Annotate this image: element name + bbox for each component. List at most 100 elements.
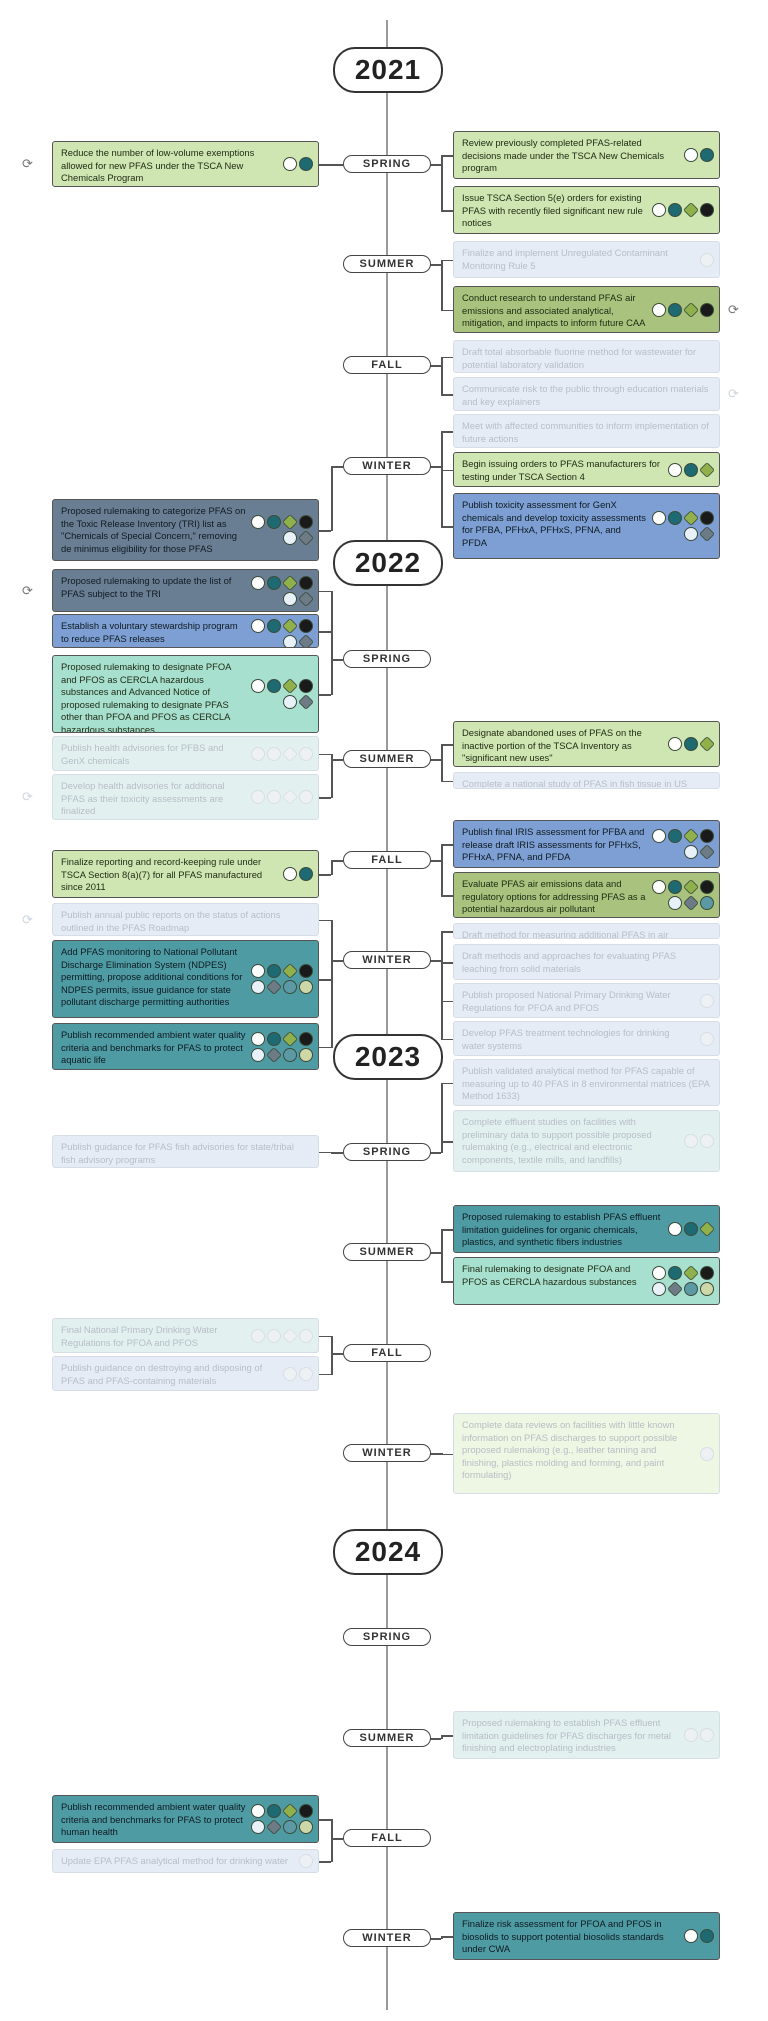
agency-icon xyxy=(684,1134,698,1148)
agency-icon xyxy=(282,514,298,530)
agency-icon xyxy=(652,511,666,525)
action-card[interactable]: Publish proposed National Primary Drinki… xyxy=(453,983,720,1018)
action-card[interactable]: Complete data reviews on facilities with… xyxy=(453,1413,720,1494)
agency-icon xyxy=(283,1820,297,1834)
action-card[interactable]: Complete a national study of PFAS in fis… xyxy=(453,772,720,789)
bracket-to-season xyxy=(429,860,441,862)
action-text: Finalize risk assessment for PFOA and PF… xyxy=(462,1918,664,1954)
bracket-to-season xyxy=(429,960,441,962)
agency-icon xyxy=(251,1820,265,1834)
action-card[interactable]: Proposed rulemaking to designate PFOA an… xyxy=(52,655,319,733)
bracket-line xyxy=(331,1819,333,1862)
bracket-tick xyxy=(441,1281,453,1283)
action-card[interactable]: Publish guidance on destroying and dispo… xyxy=(52,1356,319,1391)
action-card[interactable]: Establish a voluntary stewardship progra… xyxy=(52,614,319,648)
action-card[interactable]: Publish guidance for PFAS fish advisorie… xyxy=(52,1135,319,1168)
action-text: Reduce the number of low-volume exemptio… xyxy=(61,147,255,183)
agency-icon xyxy=(668,896,682,910)
action-card[interactable]: Evaluate PFAS air emissions data and reg… xyxy=(453,872,720,918)
action-card[interactable]: Begin issuing orders to PFAS manufacture… xyxy=(453,452,720,487)
action-card[interactable]: Finalize risk assessment for PFOA and PF… xyxy=(453,1912,720,1960)
agency-icon xyxy=(299,515,313,529)
action-card[interactable]: Publish final IRIS assessment for PFBA a… xyxy=(453,820,720,868)
agency-icon xyxy=(700,1728,714,1742)
action-card[interactable]: Proposed rulemaking to establish PFAS ef… xyxy=(453,1711,720,1759)
action-card[interactable]: Publish health advisories for PFBS and G… xyxy=(52,736,319,771)
agency-icons xyxy=(249,963,313,995)
agency-icon xyxy=(684,148,698,162)
agency-icon xyxy=(700,896,714,910)
agency-icons xyxy=(698,1446,714,1461)
bracket-line xyxy=(441,1453,443,1455)
agency-icon xyxy=(299,1328,313,1343)
action-card[interactable]: Proposed rulemaking to establish PFAS ef… xyxy=(453,1205,720,1253)
agency-icons xyxy=(666,736,715,752)
action-card[interactable]: Review previously completed PFAS-related… xyxy=(453,131,720,179)
action-card[interactable]: Add PFAS monitoring to National Pollutan… xyxy=(52,940,319,1018)
action-text: Publish proposed National Primary Drinki… xyxy=(462,989,671,1013)
action-card[interactable]: Update EPA PFAS analytical method for dr… xyxy=(52,1849,319,1873)
bracket-tick xyxy=(441,356,453,358)
action-card[interactable]: Final rulemaking to designate PFOA and P… xyxy=(453,1257,720,1305)
agency-icon xyxy=(251,964,265,978)
agency-icon xyxy=(700,203,714,217)
agency-icon xyxy=(298,530,314,546)
action-card[interactable]: Reduce the number of low-volume exemptio… xyxy=(52,141,319,187)
bracket-line xyxy=(441,155,443,211)
agency-icon xyxy=(668,1266,682,1280)
agency-icons xyxy=(249,514,314,546)
agency-icon xyxy=(298,634,314,647)
action-card[interactable]: Finalize and implement Unregulated Conta… xyxy=(453,241,720,278)
action-text: Conduct research to understand PFAS air … xyxy=(462,292,645,332)
action-card[interactable]: Conduct research to understand PFAS air … xyxy=(453,286,720,333)
action-card[interactable]: Designate abandoned uses of PFAS on the … xyxy=(453,721,720,767)
action-card[interactable]: Finalize reporting and record-keeping ru… xyxy=(52,850,319,898)
action-card[interactable]: Publish annual public reports on the sta… xyxy=(52,903,319,936)
bracket-to-season xyxy=(429,759,441,761)
action-card[interactable]: Issue TSCA Section 5(e) orders for exist… xyxy=(453,186,720,234)
agency-icon xyxy=(668,829,682,843)
action-text: Meet with affected communities to inform… xyxy=(462,420,709,444)
action-card[interactable]: Publish validated analytical method for … xyxy=(453,1059,720,1106)
action-card[interactable]: Draft methods and approaches for evaluat… xyxy=(453,944,720,980)
bracket-line xyxy=(441,356,443,395)
bracket-tick xyxy=(441,780,453,782)
action-card[interactable]: Publish recommended ambient water qualit… xyxy=(52,1023,319,1070)
action-card[interactable]: Proposed rulemaking to categorize PFAS o… xyxy=(52,499,319,561)
agency-icon xyxy=(668,462,682,477)
agency-icon xyxy=(652,1282,666,1296)
agency-icon xyxy=(282,1030,298,1047)
action-card[interactable]: Publish recommended ambient water qualit… xyxy=(52,1795,319,1843)
agency-icon xyxy=(267,790,281,804)
action-card[interactable]: Final National Primary Drinking Water Re… xyxy=(52,1318,319,1353)
agency-icons xyxy=(249,574,314,607)
bracket-tick xyxy=(441,895,453,897)
recurring-action-icon: ⟳ xyxy=(728,301,739,317)
action-card[interactable]: Draft total absorbable fluorine method f… xyxy=(453,340,720,373)
action-card[interactable]: Publish toxicity assessment for GenX che… xyxy=(453,493,720,559)
agency-icon xyxy=(283,531,297,545)
action-card[interactable]: Complete effluent studies on facilities … xyxy=(453,1110,720,1172)
action-card[interactable]: Communicate risk to the public through e… xyxy=(453,377,720,411)
action-card[interactable]: Meet with affected communities to inform… xyxy=(453,414,720,448)
agency-icons xyxy=(249,789,313,805)
season-label: SUMMER xyxy=(343,1729,431,1747)
bracket-to-season xyxy=(331,860,343,862)
season-label: SPRING xyxy=(343,1143,431,1161)
action-card[interactable]: Develop health advisories for additional… xyxy=(52,774,319,820)
action-card[interactable]: Draft method for measuring additional PF… xyxy=(453,923,720,939)
action-card[interactable]: Proposed rulemaking to update the list o… xyxy=(52,569,319,612)
agency-icon xyxy=(683,879,699,895)
action-text: Proposed rulemaking to categorize PFAS o… xyxy=(61,505,246,554)
agency-icon xyxy=(683,301,699,318)
season-label: FALL xyxy=(343,851,431,869)
bracket-tick xyxy=(319,590,331,592)
bracket-tick xyxy=(441,844,453,846)
agency-icons xyxy=(650,828,715,860)
agency-icon xyxy=(283,635,297,647)
action-card[interactable]: Develop PFAS treatment technologies for … xyxy=(453,1021,720,1056)
bracket-tick xyxy=(441,744,453,746)
bracket-line xyxy=(331,466,333,531)
bracket-to-season xyxy=(331,1838,343,1840)
agency-icons xyxy=(281,1366,313,1381)
